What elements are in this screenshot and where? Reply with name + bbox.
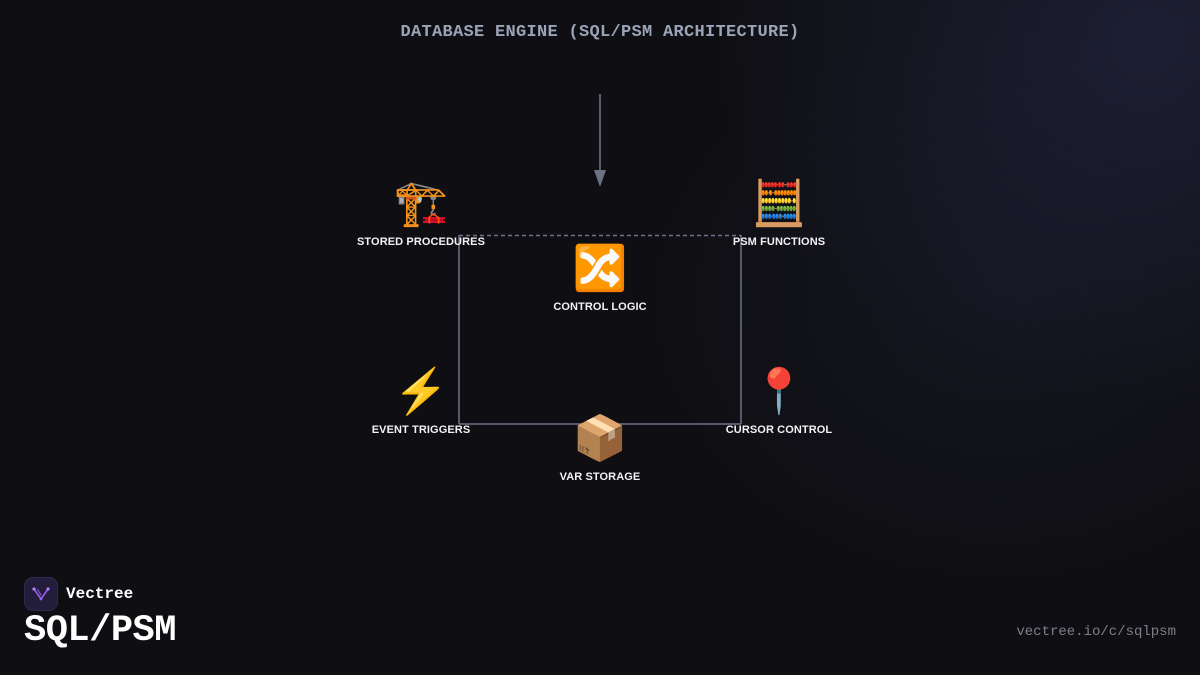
construction-crane-icon: 🏗️ [393, 179, 449, 228]
page-title: SQL/PSM [24, 610, 176, 652]
vectree-logo-icon [24, 577, 58, 611]
shuffle-icon: 🔀 [572, 244, 628, 293]
pin-icon: 📍 [751, 367, 807, 416]
node-label: STORED PROCEDURES [356, 236, 486, 248]
node-cursor-control: 📍 CURSOR CONTROL [679, 366, 879, 436]
node-label: PSM FUNCTIONS [732, 236, 826, 248]
lightning-icon: ⚡ [393, 367, 449, 416]
node-label: VAR STORAGE [559, 471, 641, 483]
diagram-title: DATABASE ENGINE (SQL/PSM ARCHITECTURE) [400, 23, 800, 42]
node-stored-procedures: 🏗️ STORED PROCEDURES [321, 178, 521, 248]
footer-url[interactable]: vectree.io/c/sqlpsm [1016, 624, 1176, 640]
brand: Vectree [24, 577, 133, 611]
node-psm-functions: 🧮 PSM FUNCTIONS [679, 178, 879, 248]
node-var-storage: 📦 VAR STORAGE [500, 413, 700, 483]
node-label: CURSOR CONTROL [725, 424, 833, 436]
node-label: EVENT TRIGGERS [371, 424, 471, 436]
node-control-logic: 🔀 CONTROL LOGIC [500, 243, 700, 313]
node-label: CONTROL LOGIC [553, 301, 647, 313]
abacus-icon: 🧮 [751, 179, 807, 228]
incoming-arrow-head [594, 170, 606, 187]
node-event-triggers: ⚡ EVENT TRIGGERS [321, 366, 521, 436]
brand-name: Vectree [66, 585, 134, 603]
package-icon: 📦 [572, 414, 628, 463]
